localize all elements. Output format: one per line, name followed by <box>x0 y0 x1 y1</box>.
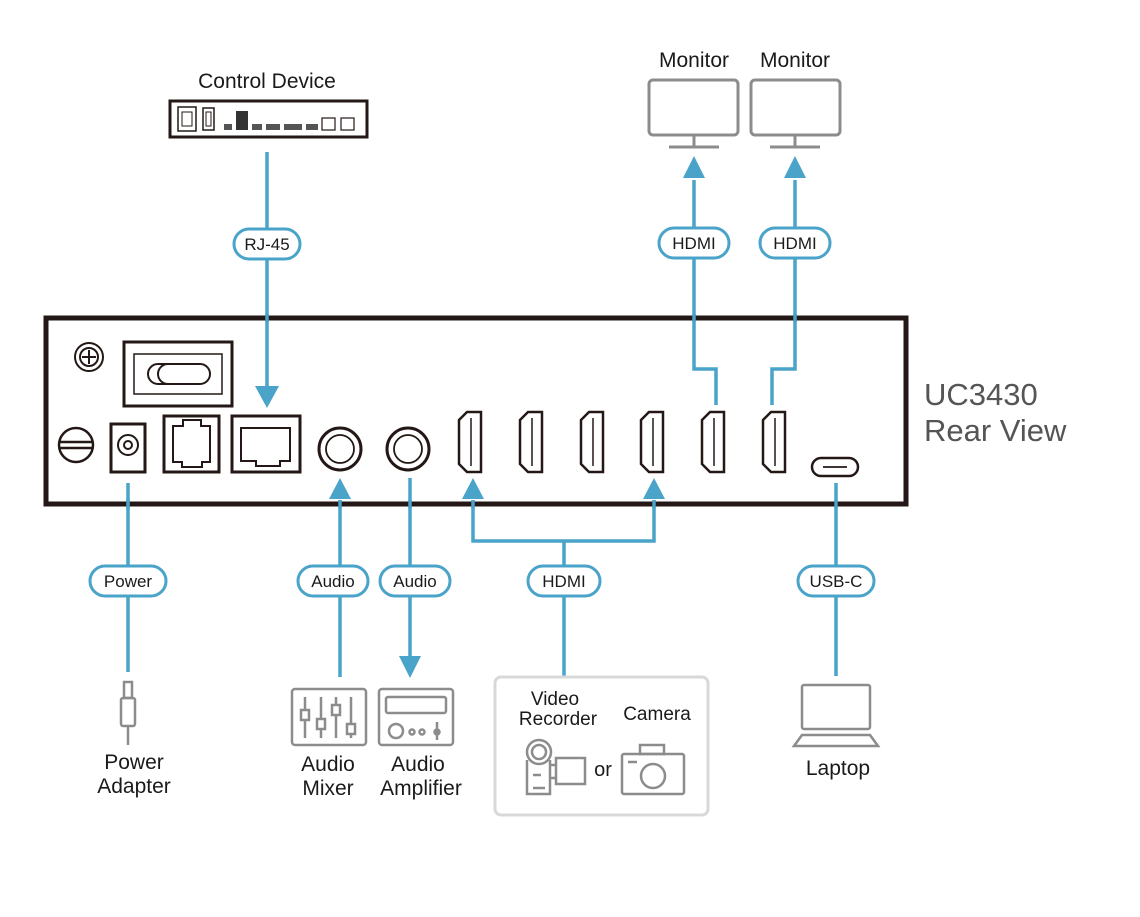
video-recorder-label-2: Recorder <box>519 709 598 730</box>
video-recorder-label-1: Video <box>531 689 579 710</box>
control-device-icon <box>168 99 369 139</box>
hdmi-out-1-arrow-icon <box>683 156 705 178</box>
view-name: Rear View <box>924 413 1067 448</box>
hdmi-out-1-port <box>700 410 726 474</box>
control-device: Control Device <box>168 70 369 139</box>
hdmi-in-1-arrow-icon <box>462 478 484 499</box>
hdmi-out-1-pill-label: HDMI <box>672 234 715 253</box>
usb-c-port <box>810 456 860 478</box>
audio-out-jack <box>385 426 431 472</box>
power-adapter: Power Adapter <box>97 680 171 798</box>
model-name: UC3430 <box>924 377 1038 412</box>
hdmi-in-1-port <box>457 410 483 474</box>
rj45-pill-label: RJ-45 <box>244 235 289 254</box>
power-adapter-label-2: Adapter <box>97 775 171 798</box>
video-recorder-icon <box>525 738 587 796</box>
usb-c-pill: USB-C <box>796 564 876 598</box>
or-label: or <box>594 759 612 781</box>
hdmi-out-2-arrow-icon <box>784 156 806 178</box>
rj45-arrow-icon <box>255 386 279 408</box>
monitor-2: Monitor <box>749 49 842 149</box>
control-device-label: Control Device <box>198 70 336 93</box>
rj45-pill: RJ-45 <box>232 227 302 261</box>
dc-power-jack <box>109 422 147 474</box>
hdmi-out-2-pill-label: HDMI <box>773 234 816 253</box>
audio-amplifier-label-1: Audio <box>391 753 445 776</box>
rj11-port <box>162 414 221 474</box>
hdmi-in-3-port <box>579 410 605 474</box>
power-pill-label: Power <box>104 572 153 591</box>
hdmi-out-2-pill: HDMI <box>758 226 832 260</box>
power-plug-icon <box>119 680 137 745</box>
audio-out-pill: Audio <box>378 564 452 598</box>
camera-icon <box>620 743 686 796</box>
audio-amplifier-icon <box>377 687 455 747</box>
power-adapter-label-1: Power <box>104 751 164 774</box>
power-switch[interactable] <box>122 340 234 408</box>
monitor-2-label: Monitor <box>760 49 830 72</box>
label-pills: RJ-45 HDMI HDMI Power Audio Audio HDMI <box>88 226 876 598</box>
audio-mixer-icon <box>290 687 368 747</box>
audio-amplifier: Audio Amplifier <box>377 687 462 800</box>
hdmi-out-1-pill: HDMI <box>657 226 731 260</box>
laptop: Laptop <box>791 683 881 780</box>
monitor-icon <box>647 78 740 149</box>
hdmi-in-pill: HDMI <box>526 564 602 598</box>
laptop-icon <box>791 683 881 748</box>
product-title: UC3430 Rear View <box>924 377 1067 448</box>
power-pill: Power <box>88 564 168 598</box>
hdmi-out-2-port <box>761 410 787 474</box>
rear-panel <box>43 314 909 508</box>
audio-mixer-label-2: Mixer <box>302 777 353 800</box>
audio-amplifier-label-2: Amplifier <box>380 777 462 800</box>
audio-out-arrow-icon <box>399 656 421 678</box>
audio-mixer-label-1: Audio <box>301 753 355 776</box>
usb-c-pill-label: USB-C <box>810 572 863 591</box>
hdmi-in-4-arrow-icon <box>643 478 665 499</box>
hdmi-out-2-line <box>770 180 797 405</box>
rj45-port <box>230 414 302 474</box>
audio-mixer: Audio Mixer <box>290 687 368 800</box>
hdmi-in-2-port <box>518 410 544 474</box>
hdmi-out-1-line <box>692 180 718 405</box>
arrowheads <box>255 156 806 678</box>
kensington-lock-icon <box>57 426 95 464</box>
audio-in-pill: Audio <box>296 564 370 598</box>
camera-label: Camera <box>623 704 691 725</box>
hdmi-in-4-port <box>639 410 665 474</box>
ground-screw-icon <box>74 342 104 372</box>
hdmi-in-pill-label: HDMI <box>542 572 585 591</box>
monitor-icon <box>749 78 842 149</box>
rear-panel-outline <box>43 315 909 507</box>
laptop-label: Laptop <box>806 757 870 780</box>
hdmi-ports <box>457 410 787 474</box>
monitor-1: Monitor <box>647 49 740 149</box>
monitor-1-label: Monitor <box>659 49 729 72</box>
audio-in-pill-label: Audio <box>311 572 354 591</box>
audio-out-pill-label: Audio <box>393 572 436 591</box>
video-source-box <box>493 675 710 817</box>
audio-in-arrow-icon <box>329 478 351 499</box>
video-source-group: Video Recorder Camera or <box>493 675 710 817</box>
audio-in-jack <box>317 426 363 472</box>
